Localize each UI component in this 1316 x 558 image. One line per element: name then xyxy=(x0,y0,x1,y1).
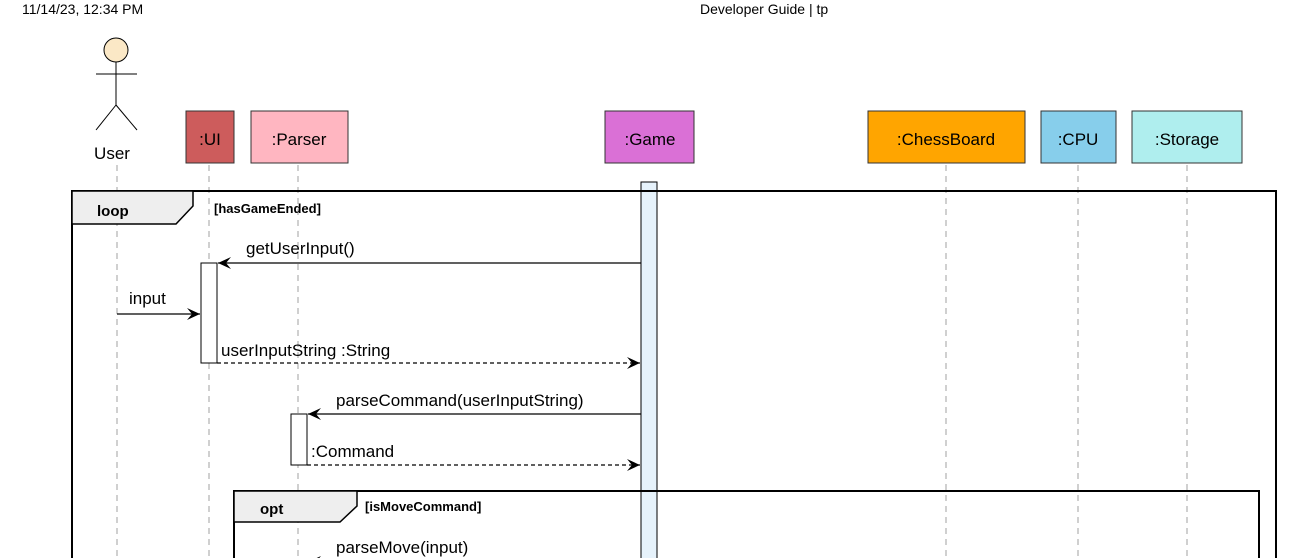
message-input: input xyxy=(117,289,200,320)
participant-storage: :Storage xyxy=(1131,110,1243,164)
print-datetime: 11/14/23, 12:34 PM xyxy=(22,1,144,17)
message-parse-move: parseMove(input) xyxy=(308,538,468,558)
user-actor: User xyxy=(94,37,138,163)
participant-label: :Parser xyxy=(272,130,327,149)
participant-box xyxy=(604,110,695,164)
participant-label: :Storage xyxy=(1155,130,1219,149)
message-parse-command: parseCommand(userInputString) xyxy=(308,391,641,420)
loop-keyword: loop xyxy=(97,203,129,220)
participant-box xyxy=(185,110,235,164)
participant-box xyxy=(250,110,349,164)
participant-ui: :UI xyxy=(185,110,235,164)
message-label: userInputString :String xyxy=(221,341,390,360)
message-label: input xyxy=(129,289,166,308)
message-label: parseCommand(userInputString) xyxy=(336,391,584,410)
participant-label: :CPU xyxy=(1058,130,1099,149)
participant-box xyxy=(1040,110,1117,164)
opt-frame-tab xyxy=(233,490,358,523)
actor-head xyxy=(103,37,129,63)
opt-guard: [isMoveCommand] xyxy=(365,499,481,514)
message-return-user-input-string: userInputString :String xyxy=(217,341,640,369)
message-label: parseMove(input) xyxy=(336,538,468,557)
opt-frame: opt [isMoveCommand] xyxy=(233,490,1260,558)
participant-box xyxy=(867,110,1026,164)
ui-activation-bar xyxy=(200,262,218,364)
participant-label: :Game xyxy=(624,130,675,149)
loop-frame: loop [hasGameEnded] xyxy=(71,190,1277,558)
participant-chessboard: :ChessBoard xyxy=(867,110,1026,164)
actor-label: User xyxy=(94,144,130,163)
message-get-user-input: getUserInput() xyxy=(218,239,641,269)
loop-guard: [hasGameEnded] xyxy=(214,201,321,216)
message-return-command: :Command xyxy=(307,442,640,471)
message-label: :Command xyxy=(311,442,394,461)
parser-activation-bar xyxy=(290,413,308,466)
game-activation-bar xyxy=(640,181,658,558)
participant-cpu: :CPU xyxy=(1040,110,1117,164)
message-label: getUserInput() xyxy=(246,239,355,258)
participant-label: :UI xyxy=(199,130,221,149)
participant-game: :Game xyxy=(604,110,695,164)
participant-label: :ChessBoard xyxy=(897,130,995,149)
opt-keyword: opt xyxy=(260,501,283,518)
loop-frame-tab xyxy=(71,190,194,225)
participant-box xyxy=(1131,110,1243,164)
participant-parser: :Parser xyxy=(250,110,349,164)
print-page-title: Developer Guide | tp xyxy=(700,1,829,17)
